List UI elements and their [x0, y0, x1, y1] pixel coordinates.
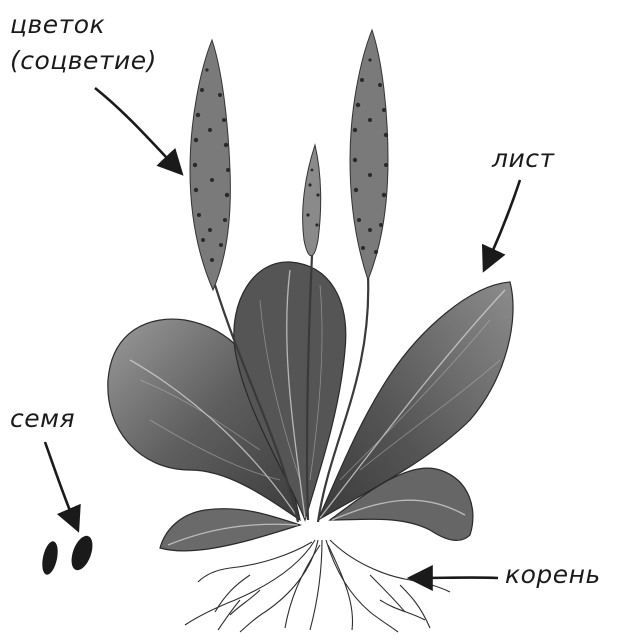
roots [185, 540, 450, 632]
label-flower: цветок [10, 10, 105, 40]
label-root: корень [505, 560, 601, 590]
leaf-left-lower [160, 509, 300, 551]
seed-icon [67, 533, 96, 573]
arrow-leaf [485, 180, 520, 268]
inflorescence-right [350, 30, 388, 280]
label-seed: семя [10, 404, 75, 434]
seeds [40, 533, 97, 576]
arrow-seed [45, 442, 77, 528]
arrow-flower [95, 88, 180, 172]
label-inflorescence: (соцветие) [10, 46, 157, 76]
label-leaf: лист [492, 144, 555, 174]
seed-icon [40, 540, 61, 576]
inflorescence-middle [303, 145, 321, 256]
inflorescence-left [190, 40, 230, 290]
